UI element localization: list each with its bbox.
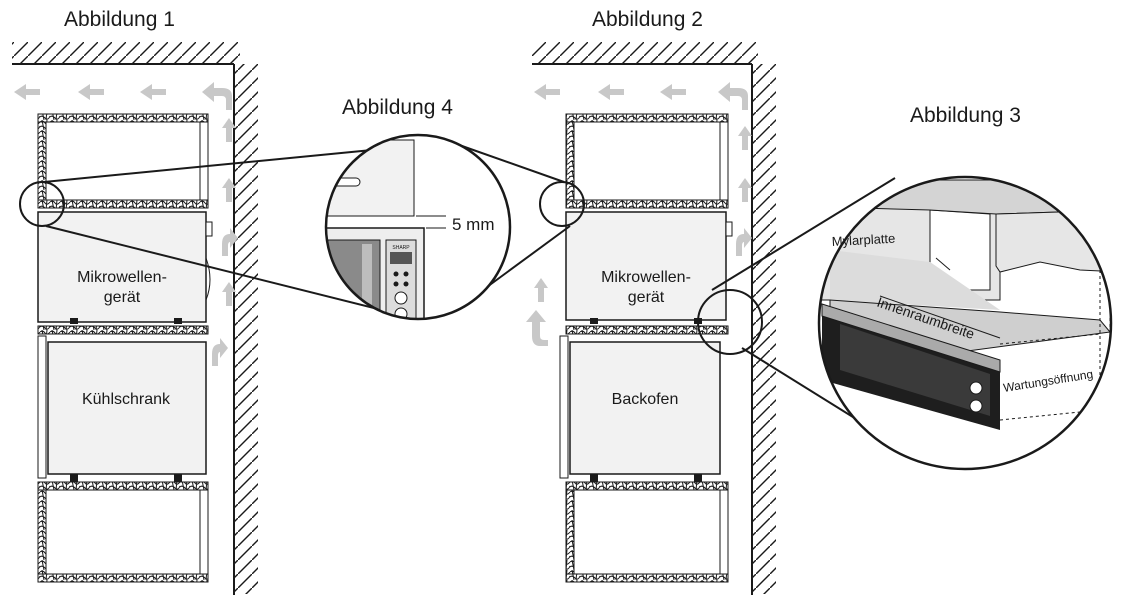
figure-1: Mikrowellen- gerät Kühlschrank xyxy=(12,42,258,595)
microwave-label-line2: gerät xyxy=(628,289,665,306)
microwave-unit xyxy=(37,211,213,324)
upper-cabinet xyxy=(565,113,729,209)
lower-cabinet xyxy=(565,481,729,583)
brand-logo: SHARP xyxy=(392,245,410,251)
detail-callout-circle xyxy=(697,289,763,355)
airflow-arrows xyxy=(14,82,238,366)
upper-cabinet xyxy=(37,113,209,209)
figure-2: Mikrowellen- gerät Backofen xyxy=(526,42,776,595)
wall-hatch xyxy=(752,64,776,594)
ceiling-hatch xyxy=(12,42,240,64)
ceiling-hatch xyxy=(532,42,758,64)
microwave-label-line2: gerät xyxy=(104,289,141,306)
detail-callout-circle xyxy=(19,181,65,227)
figure-1-title: Abbildung 1 xyxy=(64,8,175,31)
lower-cabinet xyxy=(37,481,209,583)
oven-label: Backofen xyxy=(612,391,679,408)
figure-4-title: Abbildung 4 xyxy=(342,96,453,119)
microwave-label-line1: Mikrowellen- xyxy=(77,269,167,286)
microwave-unit xyxy=(565,211,733,324)
figure-4: SHARP 5 mm xyxy=(43,133,571,321)
microwave-label-line1: Mikrowellen- xyxy=(601,269,691,286)
figure-2-title: Abbildung 2 xyxy=(592,8,703,31)
wall-hatch xyxy=(234,64,258,594)
figure-3-title: Abbildung 3 xyxy=(910,104,1021,127)
oven-unit xyxy=(559,335,721,482)
fridge-label: Kühlschrank xyxy=(82,391,171,408)
magnified-cavity-detail xyxy=(819,179,1111,430)
figure-3: Mylarplatte Innenraumbreite Wartungsöffn… xyxy=(711,175,1113,471)
mylar-plate-label: Mylarplatte xyxy=(831,231,895,249)
airflow-arrows xyxy=(526,82,752,346)
fridge-unit xyxy=(37,335,207,482)
gap-dimension-label: 5 mm xyxy=(452,215,495,234)
